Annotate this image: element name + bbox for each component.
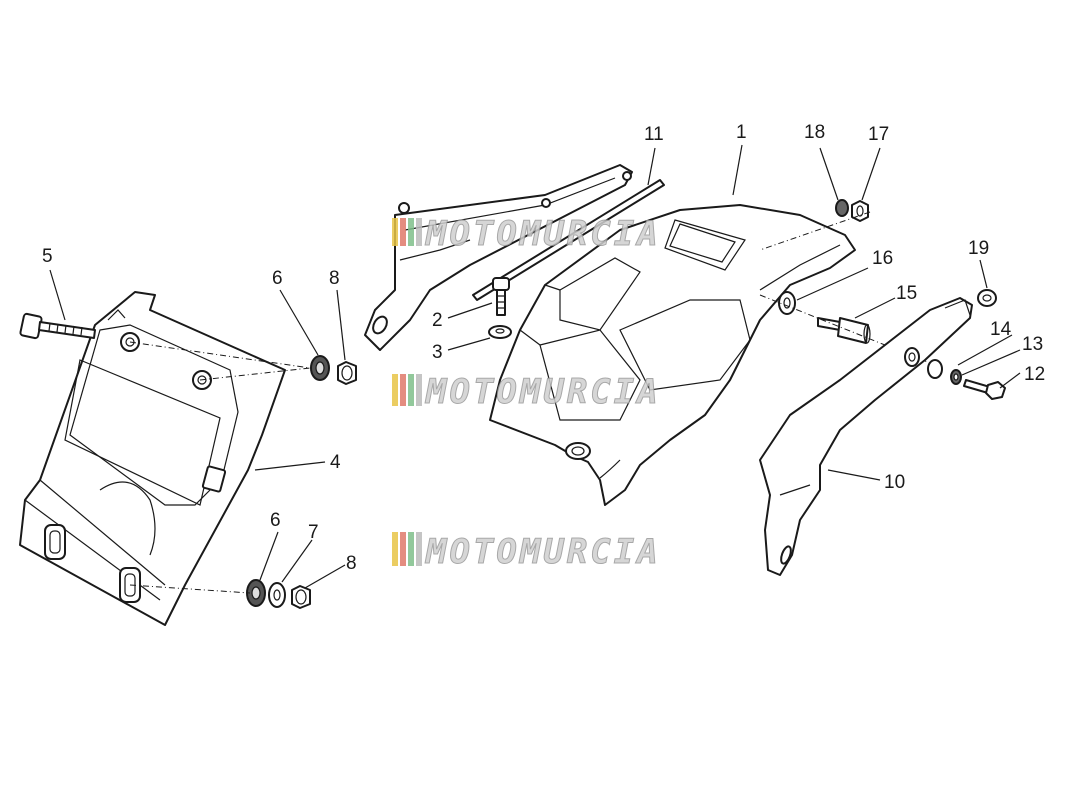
- washer-part-7: [268, 582, 286, 608]
- cap-nut-part-19: [977, 289, 997, 307]
- callout-18: 18: [804, 122, 825, 143]
- washer-part-16: [778, 291, 796, 315]
- callout-7: 7: [308, 522, 319, 543]
- assembly-line-lower: [129, 584, 251, 594]
- leader-lines: [49, 144, 1021, 589]
- callout-8-upper: 8: [329, 268, 340, 289]
- callout-13: 13: [1022, 334, 1043, 355]
- callout-11: 11: [644, 124, 664, 145]
- watermark-text: MOTOMURCIA: [425, 372, 661, 412]
- washer-part-13: [950, 369, 962, 385]
- callout-5: 5: [42, 246, 53, 267]
- spacer-part-14: [927, 359, 943, 379]
- assembly-line-upper: [129, 341, 311, 381]
- bolt-part-12: [963, 379, 1006, 400]
- callout-16: 16: [872, 248, 893, 269]
- washer-part-18: [835, 199, 849, 217]
- callout-19: 19: [968, 238, 989, 259]
- screw-part-2: [492, 277, 510, 316]
- callout-1: 1: [736, 122, 747, 143]
- assembly-line-fender-top: [759, 211, 871, 251]
- washer-part-6-upper: [310, 355, 330, 381]
- watermark-stripe: [400, 532, 406, 566]
- callout-2: 2: [432, 310, 443, 331]
- bracket-part-11: [364, 164, 665, 351]
- watermark-stripe: [408, 374, 414, 406]
- callout-14: 14: [990, 319, 1012, 340]
- rear-fender-part-1: [489, 204, 856, 506]
- watermark-text: MOTOMURCIA: [425, 532, 661, 572]
- nut-part-8-upper: [337, 361, 357, 385]
- spacer-part-15: [817, 317, 871, 344]
- watermark-stripe: [416, 374, 422, 406]
- watermark-bottom: MOTOMURCIA: [392, 532, 661, 573]
- bolt-part-5: [19, 312, 96, 340]
- callout-6-upper: 6: [272, 268, 283, 289]
- watermark-stripe: [400, 374, 406, 406]
- license-plate-holder-part-4: [19, 291, 286, 626]
- callout-8-lower: 8: [346, 553, 357, 574]
- washer-part-3: [488, 325, 512, 339]
- watermark-stripe: [408, 218, 414, 246]
- callout-4: 4: [330, 452, 341, 473]
- nut-part-8-lower: [291, 585, 311, 609]
- callout-10: 10: [884, 472, 905, 493]
- watermark-middle: MOTOMURCIA: [392, 372, 661, 413]
- watermark-text: MOTOMURCIA: [425, 214, 661, 254]
- side-bracket-part-10: [759, 297, 973, 576]
- washer-part-14-upper: [904, 347, 920, 367]
- callout-12: 12: [1024, 364, 1045, 385]
- watermark-stripe: [392, 374, 398, 406]
- watermark-stripe: [416, 532, 422, 566]
- watermark-stripe: [400, 218, 406, 246]
- callout-labels: 1 2 3 4 5 6 6 7 8 8 10 11 12 13 14 15 16…: [42, 122, 1045, 574]
- watermark-stripe: [392, 532, 398, 566]
- watermark-stripe: [408, 532, 414, 566]
- callout-17: 17: [868, 124, 889, 145]
- watermark-stripe: [416, 218, 422, 246]
- watermark-top: MOTOMURCIA: [392, 214, 661, 255]
- nut-part-17: [851, 200, 869, 222]
- callout-3: 3: [432, 342, 443, 363]
- callout-6-lower: 6: [270, 510, 281, 531]
- watermark-stripe: [392, 218, 398, 246]
- callout-15: 15: [896, 283, 917, 304]
